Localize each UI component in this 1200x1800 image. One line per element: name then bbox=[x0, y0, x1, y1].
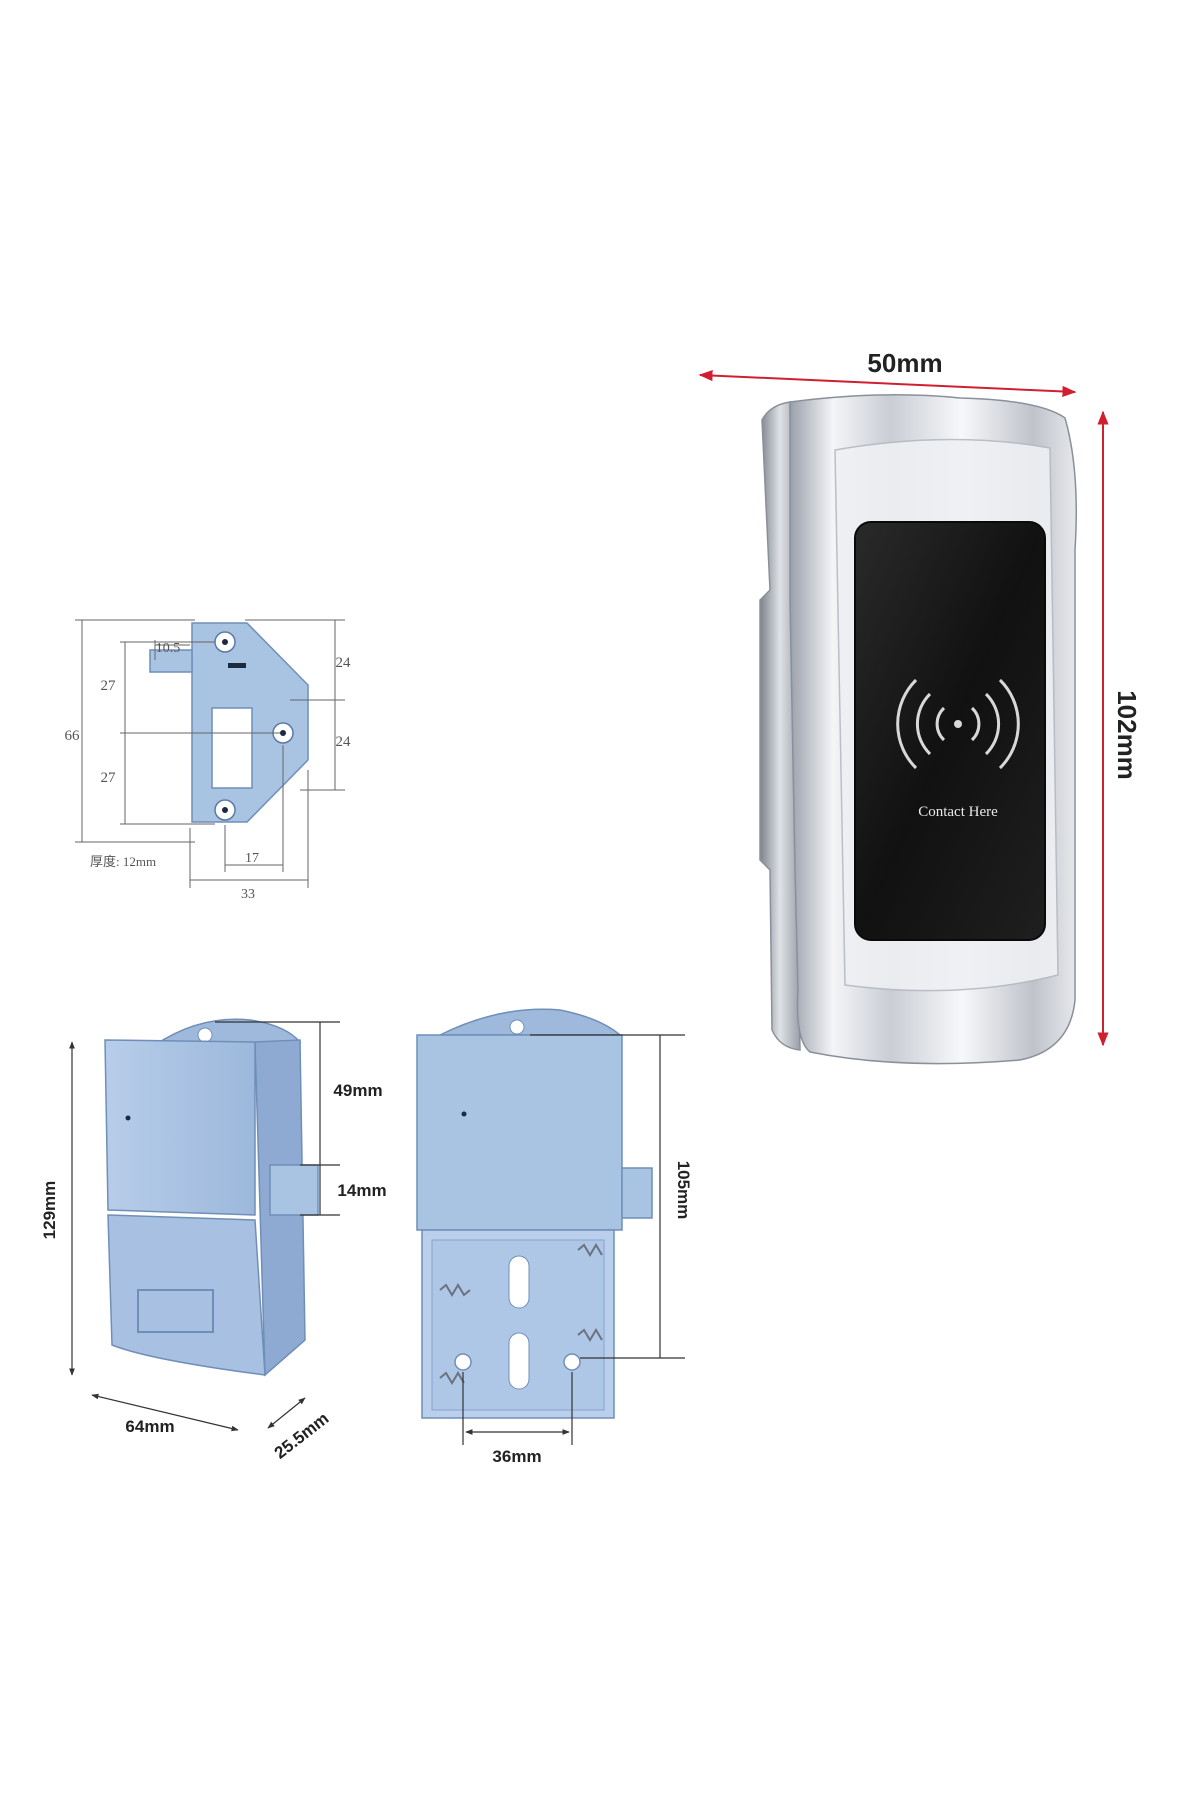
dim-66: 66 bbox=[65, 728, 81, 744]
dim-129mm: 129mm bbox=[40, 1181, 59, 1240]
dim-27-bottom: 27 bbox=[101, 770, 117, 786]
rfid-wave-icon bbox=[896, 678, 1020, 770]
width-dimension-arrow bbox=[698, 369, 1077, 398]
dim-33: 33 bbox=[241, 887, 255, 902]
dim-105mm: 105mm bbox=[674, 1161, 693, 1220]
lock-body-back-view: 105mm 36mm bbox=[416, 1008, 693, 1466]
dim-25-5mm: 25.5mm bbox=[271, 1409, 333, 1463]
dim-36mm: 36mm bbox=[492, 1447, 541, 1466]
strike-plate-drawing: 10.5 27 27 66 24 24 厚度: 12mm 17 33 bbox=[65, 619, 352, 902]
lock-body-front-view: 49mm 14mm 129mm 64mm 25.5mm bbox=[40, 1018, 387, 1463]
dim-10-5: 10.5 bbox=[156, 641, 181, 656]
contact-here-text: Contact Here bbox=[918, 804, 998, 820]
thickness-label: 厚度: 12mm bbox=[90, 854, 156, 869]
dim-24-bottom: 24 bbox=[336, 734, 352, 750]
dim-24-top: 24 bbox=[336, 655, 352, 671]
dim-14mm: 14mm bbox=[337, 1181, 386, 1200]
width-label: 50mm bbox=[867, 348, 942, 378]
dim-27-top: 27 bbox=[101, 678, 117, 694]
height-label: 102mm bbox=[1112, 690, 1142, 780]
dim-17: 17 bbox=[245, 851, 259, 866]
dim-64mm: 64mm bbox=[125, 1417, 174, 1436]
contact-screen bbox=[854, 521, 1046, 941]
front-panel: 50mm 102mm Contact Here bbox=[698, 348, 1142, 1065]
dim-49mm: 49mm bbox=[333, 1081, 382, 1100]
